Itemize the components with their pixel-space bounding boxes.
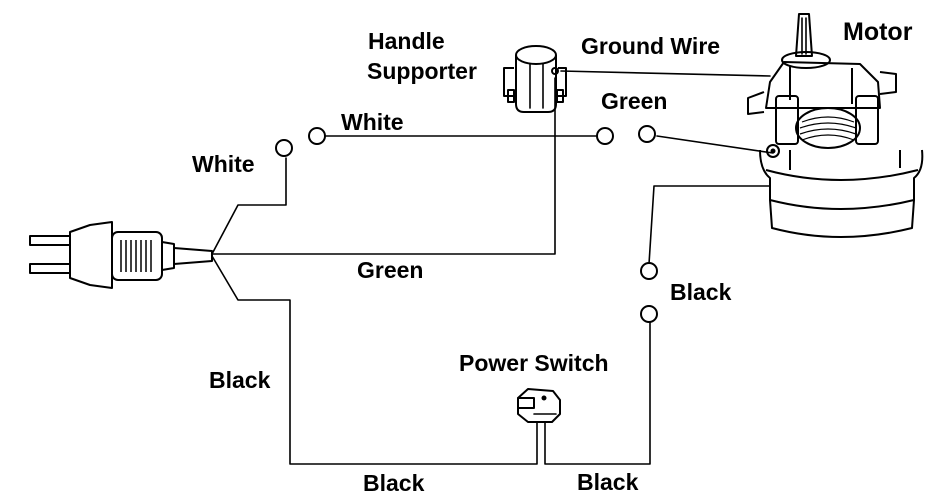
connector-green-left <box>596 127 614 145</box>
green-mid-label: Green <box>357 257 424 283</box>
wires <box>211 70 774 465</box>
motor-icon <box>747 13 924 238</box>
power-plug-icon <box>29 221 213 289</box>
black-left-label: Black <box>209 367 271 393</box>
power-switch-icon <box>517 388 561 423</box>
white-left-label: White <box>192 151 255 177</box>
connector-green-right <box>638 125 656 143</box>
handle-supporter-label-line2: Supporter <box>367 58 477 84</box>
handle-supporter-label-line1: Handle <box>368 28 445 54</box>
green-top-label: Green <box>601 88 668 114</box>
white-wire-plug <box>211 157 287 255</box>
motor-label: Motor <box>843 18 913 46</box>
connector-white-right <box>308 127 326 145</box>
ground-wire <box>560 70 771 77</box>
green-wire-motor <box>656 135 774 154</box>
white-top-label: White <box>341 109 404 135</box>
ground-wire-label: Ground Wire <box>581 33 721 59</box>
connectors <box>275 125 658 323</box>
connector-black-bottom <box>640 305 658 323</box>
green-wire-plug <box>211 77 556 255</box>
power-switch-label: Power Switch <box>459 350 609 376</box>
black-bottom-left-label: Black <box>363 470 425 496</box>
connector-white-left <box>275 139 293 157</box>
connector-black-top <box>640 262 658 280</box>
handle-supporter-icon <box>503 45 567 113</box>
black-wire-plug <box>211 255 538 465</box>
black-wire-motor <box>648 185 771 265</box>
black-right-label: Black <box>670 279 732 305</box>
black-wire-switch <box>544 321 651 465</box>
black-bottom-right-label: Black <box>577 469 639 495</box>
